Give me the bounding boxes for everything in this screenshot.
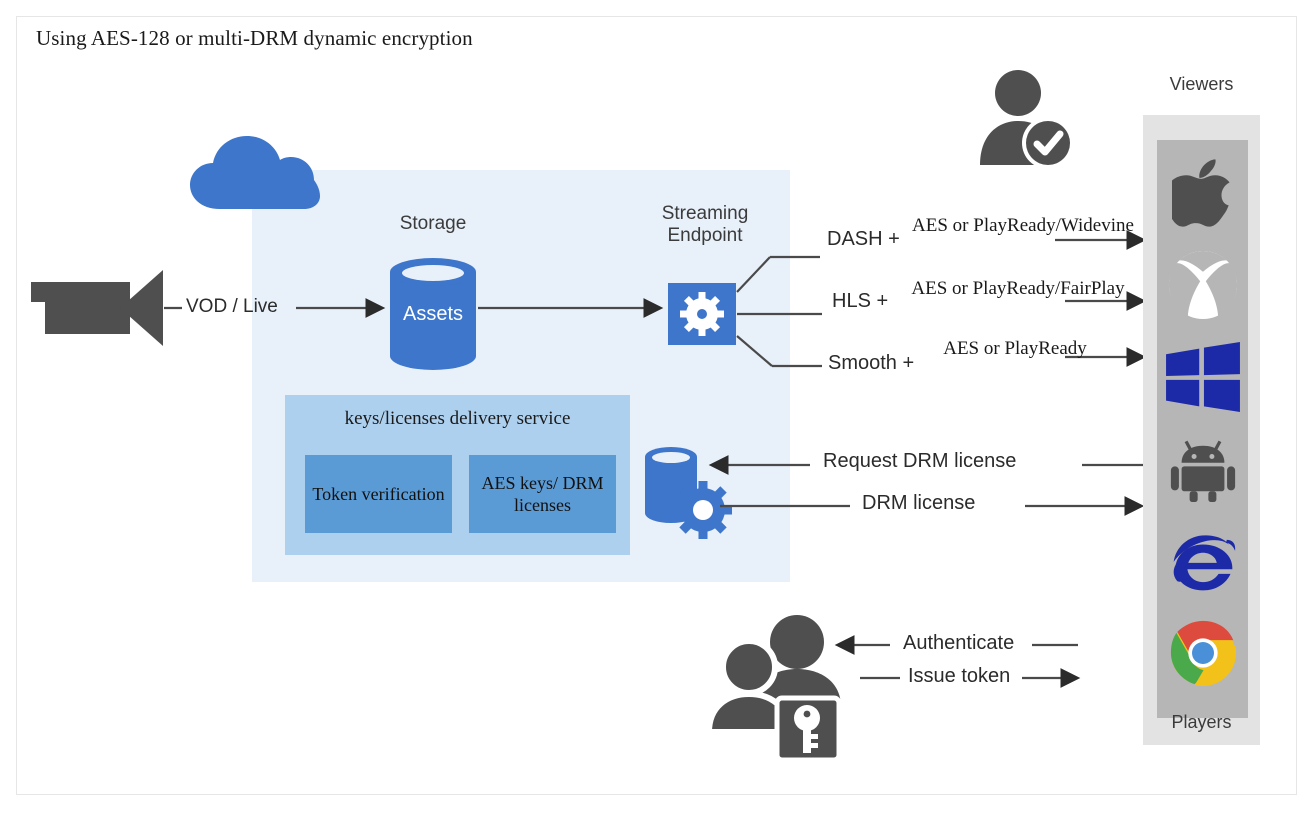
drm-license-label: DRM license xyxy=(862,492,976,514)
issue-token-label: Issue token xyxy=(908,665,1011,687)
protocol-smooth-encryption: AES or PlayReady xyxy=(943,338,1087,359)
players-label: Players xyxy=(1171,712,1232,732)
database-cylinder-icon: Assets xyxy=(390,258,476,370)
internet-explorer-icon xyxy=(1157,518,1248,604)
assets-label: Assets xyxy=(402,302,464,325)
streaming-endpoint-caption: Streaming Endpoint xyxy=(661,203,749,247)
protocol-hls-label: HLS + xyxy=(832,290,889,312)
user-verified-icon xyxy=(970,65,1075,170)
page-title: Using AES-128 or multi-DRM dynamic encry… xyxy=(36,26,473,50)
xbox-icon xyxy=(1157,242,1248,328)
chrome-icon xyxy=(1157,610,1248,696)
ingest-label: VOD / Live xyxy=(186,296,278,317)
apple-icon xyxy=(1157,150,1248,236)
protocol-dash-label: DASH + xyxy=(827,228,900,250)
windows-icon xyxy=(1157,334,1248,420)
database-gear-icon xyxy=(645,447,697,523)
android-icon xyxy=(1157,426,1248,512)
protocol-dash-encryption: AES or PlayReady/Widevine xyxy=(912,215,1134,236)
storage-caption: Storage xyxy=(399,213,467,234)
key-delivery-service-box: keys/licenses delivery service Token ver… xyxy=(285,395,630,555)
authenticate-label: Authenticate xyxy=(903,632,1015,654)
cloud-icon xyxy=(190,133,320,211)
aes-keys-drm-licenses-box: AES keys/ DRM licenses xyxy=(469,455,616,533)
gear-icon xyxy=(680,292,724,336)
protocol-hls-encryption: AES or PlayReady/FairPlay xyxy=(911,278,1125,299)
request-drm-license-label: Request DRM license xyxy=(823,450,1017,472)
key-delivery-title: keys/licenses delivery service xyxy=(344,408,571,429)
viewers-label: Viewers xyxy=(1169,74,1234,94)
protocol-smooth-label: Smooth + xyxy=(828,352,915,374)
streaming-endpoint-box xyxy=(668,283,736,345)
two-people-key-icon xyxy=(705,610,855,763)
token-verification-box: Token verification xyxy=(305,455,452,533)
